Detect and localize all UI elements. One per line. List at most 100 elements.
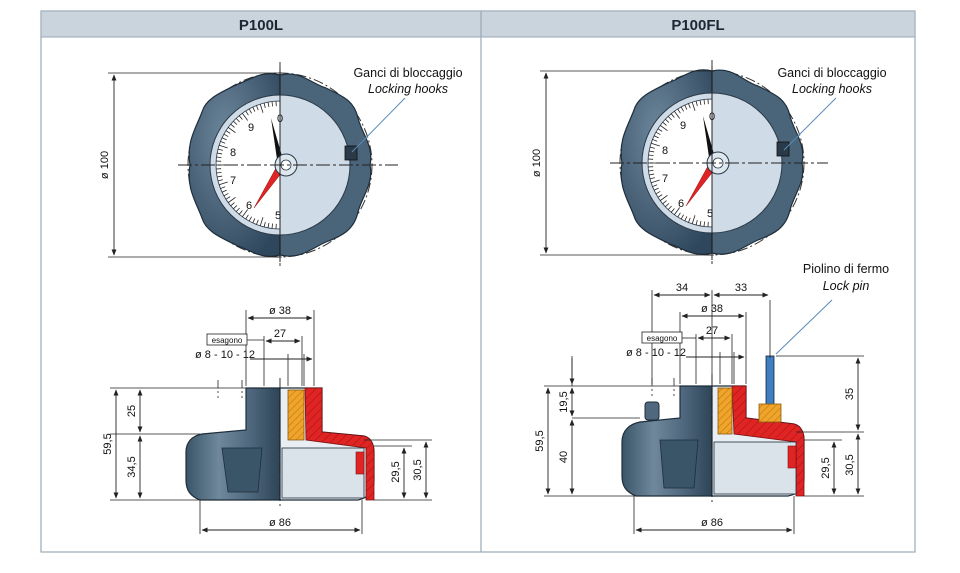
section-red-wall bbox=[304, 387, 375, 501]
dial-tick bbox=[651, 179, 660, 184]
dial-tick bbox=[652, 139, 658, 142]
dial-tick bbox=[248, 108, 252, 114]
dial-tick bbox=[648, 154, 654, 157]
p100fl-side-view: 34 33 ø 38 27 esagono ø 8 - 10 - 12 Piol… bbox=[534, 262, 889, 534]
dial-tick bbox=[267, 102, 270, 108]
dial-tick bbox=[235, 118, 240, 123]
callout-hooks-en: Locking hooks bbox=[368, 82, 448, 96]
dial-tick bbox=[217, 148, 223, 151]
section-red-wall bbox=[731, 385, 805, 497]
dim-h-40: 40 bbox=[558, 451, 570, 463]
callout-pin-en: Lock pin bbox=[823, 279, 870, 293]
dial-tick bbox=[217, 175, 223, 178]
dial-tick bbox=[227, 197, 236, 203]
dial-tick bbox=[688, 103, 691, 109]
dial-tick bbox=[245, 214, 249, 220]
dial-tick bbox=[263, 222, 266, 228]
dial-tick bbox=[695, 100, 698, 106]
dim-dia-86: ø 86 bbox=[701, 517, 723, 529]
dim-h-35: 35 bbox=[844, 388, 856, 400]
dial-tick bbox=[217, 152, 223, 155]
dial-number-9: 9 bbox=[248, 122, 254, 134]
dial-tick bbox=[657, 194, 663, 198]
dial-tick bbox=[267, 222, 270, 228]
dim-h-59-5: 59,5 bbox=[534, 430, 546, 451]
dial-tick bbox=[233, 205, 238, 210]
needle-black bbox=[703, 116, 716, 164]
dial-tick bbox=[230, 123, 235, 128]
dial-tick bbox=[695, 220, 698, 226]
dial-tick bbox=[674, 110, 680, 119]
p100fl-top-view: 0 9 8 7 6 5 ø 100 Ganci di bloccaggio Lo… bbox=[531, 60, 887, 266]
dial-tick bbox=[659, 195, 668, 201]
dial-tick bbox=[219, 181, 228, 186]
dial-tick bbox=[691, 102, 696, 111]
dim-dia-100: ø 100 bbox=[99, 151, 111, 179]
dial-tick bbox=[651, 142, 660, 147]
dial-tick bbox=[242, 112, 248, 121]
dial-tick bbox=[665, 203, 670, 208]
dial-tick bbox=[649, 177, 655, 180]
dial-tick bbox=[649, 173, 655, 176]
dial-number-8: 8 bbox=[662, 145, 668, 157]
dial-number-6: 6 bbox=[246, 200, 252, 212]
dial-tick bbox=[227, 127, 236, 133]
dial-tick bbox=[220, 141, 226, 144]
hex-label-box bbox=[206, 333, 248, 346]
dim-dia-100: ø 100 bbox=[531, 149, 543, 177]
dial-tick bbox=[230, 202, 235, 207]
callout-hooks-it: Ganci di bloccaggio bbox=[777, 66, 886, 80]
dial-tick bbox=[662, 121, 667, 126]
dial-tick bbox=[233, 120, 238, 125]
hex-label: esagono bbox=[647, 334, 678, 343]
dial-number-7: 7 bbox=[230, 175, 236, 187]
dial-tick bbox=[271, 223, 274, 229]
dial-tick bbox=[252, 218, 256, 224]
dim-h-59-5: 59,5 bbox=[102, 433, 114, 454]
callout-hooks-en: Locking hooks bbox=[792, 82, 872, 96]
dial-tick bbox=[670, 208, 675, 213]
dial-tick bbox=[238, 115, 243, 120]
dial-tick bbox=[688, 217, 691, 223]
dial-number-8: 8 bbox=[230, 147, 236, 159]
dial-tick bbox=[221, 137, 227, 141]
dim-hex-sizes: ø 8 - 10 - 12 bbox=[195, 349, 255, 361]
dial-tick bbox=[677, 108, 681, 114]
dial-tick bbox=[263, 102, 266, 108]
dial-tick bbox=[225, 196, 231, 200]
dial-tick bbox=[220, 186, 226, 189]
dim-33: 33 bbox=[735, 282, 747, 294]
dim-34: 34 bbox=[676, 282, 688, 294]
dial-tick bbox=[674, 207, 680, 216]
dial-tick bbox=[225, 130, 231, 134]
dial-tick bbox=[703, 221, 706, 227]
hex-label-box bbox=[641, 331, 683, 344]
dial-tick bbox=[271, 101, 274, 107]
dial-tick bbox=[657, 128, 663, 132]
lock-pin-housing bbox=[758, 403, 782, 423]
dim-h-30-5: 30,5 bbox=[844, 454, 856, 475]
dial-tick bbox=[703, 99, 706, 105]
dial-number-5: 5 bbox=[275, 210, 281, 222]
dial-tick bbox=[659, 125, 668, 131]
dial-tick bbox=[649, 146, 655, 149]
dial-tick bbox=[235, 207, 240, 212]
dial-tick bbox=[684, 104, 688, 110]
dial-tick bbox=[655, 131, 661, 135]
dial-tick bbox=[655, 191, 661, 195]
dial-tick bbox=[221, 189, 227, 193]
dial-tick bbox=[653, 187, 659, 191]
dial-tick bbox=[680, 214, 684, 220]
dial-tick bbox=[216, 171, 222, 174]
dim-h-30-5: 30,5 bbox=[412, 459, 424, 480]
dial-tick bbox=[699, 100, 702, 106]
dial-tick bbox=[684, 216, 688, 222]
lock-pin-stub bbox=[644, 401, 660, 421]
dial-number-7: 7 bbox=[662, 173, 668, 185]
dial-tick bbox=[219, 144, 228, 149]
dial-tick bbox=[256, 105, 259, 111]
dim-h-29-5: 29,5 bbox=[390, 461, 402, 482]
header-bar-right bbox=[480, 10, 916, 38]
dim-dia-38: ø 38 bbox=[269, 305, 291, 317]
dial-tick bbox=[691, 215, 696, 224]
